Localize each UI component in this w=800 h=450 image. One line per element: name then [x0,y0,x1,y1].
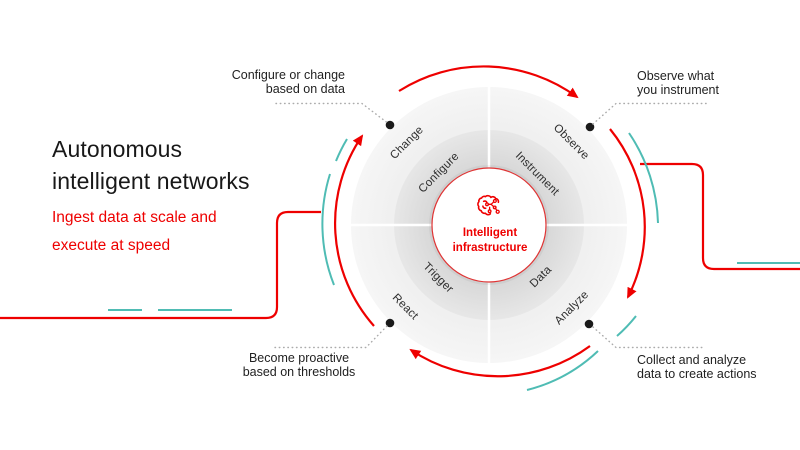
step-dot-observe [585,122,595,132]
annotation-change-line1: Configure or change [231,68,345,82]
annotation-analyze-line2: data to create actions [637,366,757,381]
flow-arc-top [398,65,579,99]
step-dot-react [385,318,395,328]
teal-arc-right-lower [616,315,637,337]
flow-arc-left [333,134,375,327]
leader-line-change [275,102,388,124]
teal-arc-left-long [321,173,335,286]
ai-brain-icon [477,194,500,216]
page-subtitle: Ingest data at scale and execute at spee… [52,204,217,260]
connector-line-left [0,210,321,320]
page-title: Autonomous intelligent networks [52,133,250,197]
center-label: Intelligent infrastructure [430,226,550,255]
annotation-change-line2: based on data [265,81,345,96]
annotation-observe-line1: Observe what [637,69,715,83]
page-subtitle-line2: execute at speed [52,237,171,254]
annotation-observe: Observe what you instrument [637,69,719,97]
step-dot-analyze [584,319,594,329]
page-title-line1: Autonomous [52,136,183,162]
annotation-observe-line2: you instrument [637,82,719,97]
annotation-analyze: Collect and analyze data to create actio… [637,353,757,381]
center-circle [431,167,547,283]
annotation-react-line1: Become proactive [248,351,350,365]
page-subtitle-line1: Ingest data at scale and [52,209,217,226]
teal-arc-right-upper [628,132,659,224]
annotation-analyze-line1: Collect and analyze [637,353,747,367]
annotation-react: Become proactive based on thresholds [224,351,374,379]
annotation-react-line2: based on thresholds [242,364,356,379]
connector-line-right [640,162,800,271]
flow-arc-right [609,128,646,299]
teal-arc-bottom [526,350,599,391]
leader-line-react [274,325,388,349]
teal-arc-left-short [335,138,348,162]
flow-arc-bottom [409,345,591,378]
annotation-change: Configure or change based on data [231,68,345,96]
center-label-line1: Intelligent [462,227,518,239]
leader-line-observe [592,102,710,125]
center-label-line2: infrastructure [452,241,528,254]
step-dot-change [385,120,395,130]
page-title-line2: intelligent networks [52,168,250,194]
leader-line-analyze [592,326,706,349]
